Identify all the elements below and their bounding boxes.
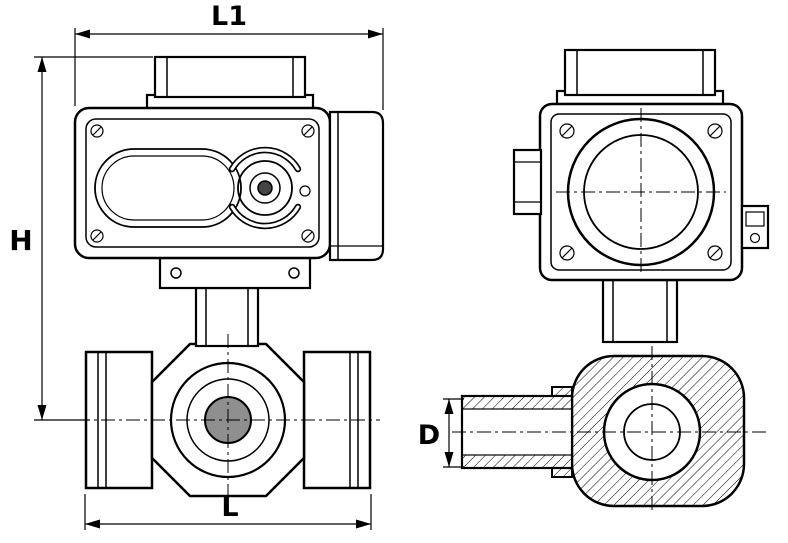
dimension-l: L bbox=[84, 492, 372, 530]
arrowhead bbox=[37, 57, 47, 72]
dimension-label-l: L bbox=[221, 492, 238, 523]
side-block-outline bbox=[328, 110, 385, 262]
dial-slot-bottom-core bbox=[230, 205, 300, 228]
side-valve-body bbox=[460, 354, 746, 508]
front-centerlines bbox=[76, 334, 380, 506]
dimension-label-h: H bbox=[9, 224, 32, 257]
housing-screws bbox=[559, 123, 723, 261]
corner-screw bbox=[90, 229, 104, 243]
dial-shaft bbox=[257, 180, 273, 196]
corner-screw bbox=[301, 124, 315, 138]
position-indicator-dial bbox=[228, 146, 311, 230]
corner-screw bbox=[90, 124, 104, 138]
arrowhead bbox=[368, 29, 383, 39]
actuator-top-cap bbox=[153, 55, 307, 99]
dial-boss bbox=[249, 172, 281, 204]
dial-screw bbox=[299, 185, 311, 197]
corner-screw bbox=[707, 245, 723, 261]
dimension-label-d: D bbox=[418, 420, 440, 451]
housing-screws bbox=[90, 124, 315, 243]
motor-cover-outline bbox=[94, 148, 242, 228]
screw-slot bbox=[92, 231, 102, 241]
left-mount-tab bbox=[512, 148, 543, 216]
port-wall-top bbox=[461, 395, 573, 410]
corner-screw bbox=[559, 245, 575, 261]
terminal-screw bbox=[749, 232, 761, 244]
front-actuator bbox=[73, 55, 385, 262]
corner-screw bbox=[559, 123, 575, 139]
dial-slot-top-core bbox=[230, 148, 300, 171]
screw-slot bbox=[709, 247, 721, 259]
screw-slot bbox=[92, 126, 102, 136]
screw-slot bbox=[561, 125, 573, 137]
dimension-h: H bbox=[9, 56, 153, 421]
screw-slot bbox=[303, 231, 313, 241]
front-stem bbox=[158, 256, 312, 348]
bracket-bolt bbox=[288, 267, 300, 279]
side-view: D bbox=[418, 48, 770, 514]
motor-cover-inner bbox=[101, 155, 235, 221]
terminal-inner bbox=[745, 211, 765, 227]
tab-outline bbox=[512, 148, 543, 216]
arrowhead bbox=[85, 519, 100, 529]
arrowhead bbox=[75, 29, 90, 39]
dimension-label-l1: L1 bbox=[211, 1, 247, 32]
dial-outer bbox=[237, 160, 293, 216]
cable-terminal bbox=[740, 204, 770, 250]
screw-slot bbox=[709, 125, 721, 137]
dimension-d: D bbox=[418, 398, 464, 468]
arrowhead bbox=[356, 519, 371, 529]
actuator-housing-inner bbox=[85, 118, 320, 248]
arrowhead bbox=[444, 399, 454, 414]
screw-slot bbox=[561, 247, 573, 259]
port-wall-bottom bbox=[461, 454, 573, 469]
stem-column bbox=[601, 278, 679, 344]
side-stem bbox=[601, 278, 679, 344]
mount-bracket bbox=[158, 256, 312, 290]
corner-screw bbox=[301, 229, 315, 243]
bracket-bolt bbox=[170, 267, 182, 279]
screw-slot bbox=[303, 126, 313, 136]
actuator-top-cap bbox=[563, 48, 717, 97]
side-centerlines bbox=[452, 108, 768, 514]
actuator-side-block bbox=[328, 110, 385, 262]
arrowhead bbox=[37, 405, 47, 420]
front-view: L1 H L bbox=[9, 1, 385, 530]
corner-screw bbox=[707, 123, 723, 139]
dimension-l1: L1 bbox=[74, 1, 384, 110]
arrowhead bbox=[444, 452, 454, 467]
